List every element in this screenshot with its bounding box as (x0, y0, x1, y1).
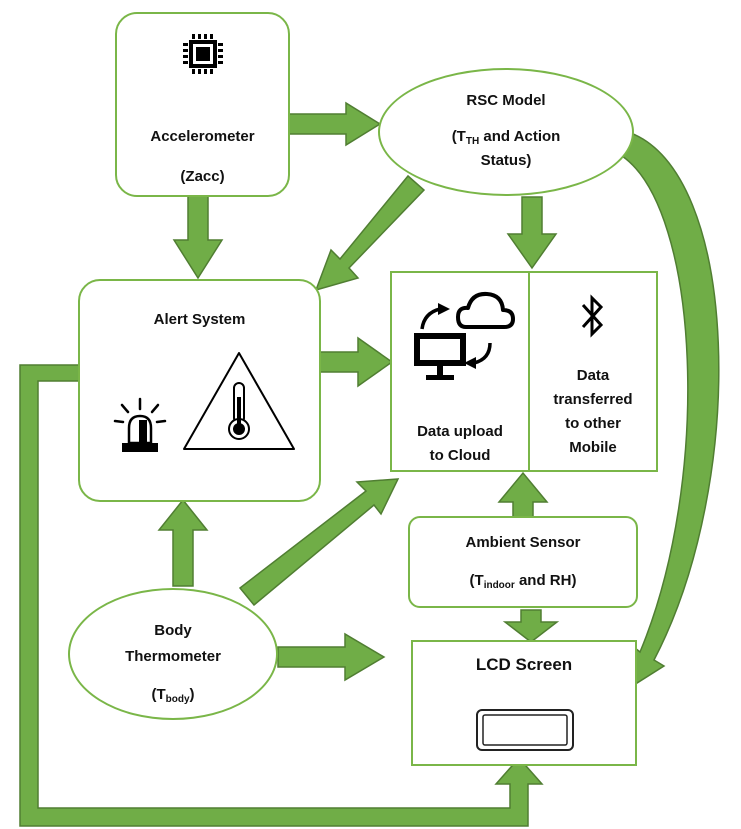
cloud-upload-line2: to Cloud (429, 447, 491, 464)
arrow-rsc-to-data (506, 196, 558, 270)
arrow-accel-to-alert (172, 195, 224, 280)
rsc-model-node: RSC Model (TTH and Action Status) (378, 68, 634, 196)
cloud-upload-section: Data upload to Cloud (392, 273, 528, 470)
temperature-warning-icon (183, 352, 295, 450)
lcd-screen-node: LCD Screen (411, 640, 637, 766)
data-panel: Data upload to Cloud Data transferred to… (390, 271, 658, 472)
cloud-upload-line1: Data upload (417, 423, 503, 440)
arrow-ambient-to-data (497, 471, 549, 519)
mobile-line1: Data (576, 367, 610, 384)
accelerometer-node: Accelerometer (Zacc) (115, 12, 290, 197)
ambient-sensor-title: Ambient Sensor (465, 534, 581, 551)
lcd-screen-title: LCD Screen (475, 655, 573, 674)
arrow-ambient-to-lcd (502, 609, 560, 643)
data-panel-divider (528, 273, 530, 470)
rsc-model-detail-line2: Status) (480, 152, 532, 169)
arrow-rsc-to-lcd-curved (621, 131, 720, 692)
mobile-line3: to other (565, 415, 621, 432)
arrow-alert-to-data (319, 336, 394, 388)
ambient-sensor-node: Ambient Sensor (Tindoor and RH) (408, 516, 638, 608)
arrow-thermo-to-lcd (277, 632, 386, 682)
ambient-sensor-detail: (Tindoor and RH) (469, 572, 577, 591)
body-thermometer-line1: Body (154, 622, 192, 639)
mobile-line4: Mobile (569, 439, 617, 456)
arrow-alert-to-lcd-loop (19, 364, 544, 827)
alert-system-node: Alert System (78, 279, 321, 502)
alert-system-title: Alert System (153, 311, 246, 328)
arrow-thermo-to-data (238, 478, 400, 607)
rsc-model-detail-line1: (TTH and Action (451, 128, 561, 147)
mobile-line2: transferred (553, 391, 633, 408)
arrow-thermo-to-alert (157, 498, 209, 587)
body-thermometer-node: Body Thermometer (Tbody) (68, 588, 278, 720)
rsc-model-title: RSC Model (466, 92, 546, 109)
arrow-rsc-to-alert (314, 174, 426, 292)
arrow-accel-to-rsc (288, 101, 382, 147)
accelerometer-title: Accelerometer (150, 128, 255, 145)
cpu-chip-icon (183, 34, 223, 74)
accelerometer-signal: (Zacc) (180, 168, 225, 185)
mobile-transfer-section: Data transferred to other Mobile (530, 273, 656, 470)
cloud-sync-computer-icon (414, 291, 515, 380)
siren-icon (113, 397, 167, 452)
body-thermometer-signal: (Tbody) (151, 686, 195, 705)
bluetooth-icon (581, 294, 604, 338)
lcd-display-icon (476, 709, 574, 751)
body-thermometer-line2: Thermometer (125, 648, 221, 665)
